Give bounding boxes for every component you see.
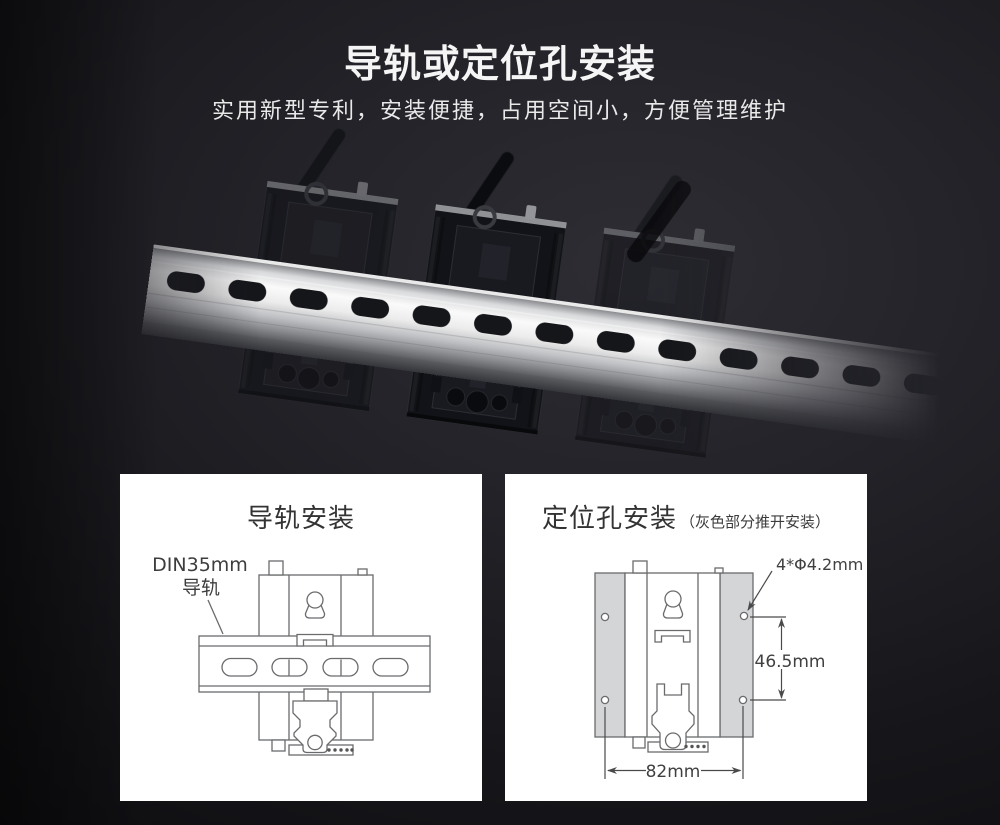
hole-leader-arrow [747,570,773,611]
antenna-blade-large [627,180,691,263]
latch [651,683,695,751]
dim-horizontal-label: 82mm [646,762,701,782]
top-nub [357,568,368,576]
page-subtitle: 实用新型专利，安装便捷，占用空间小，方便管理维护 [211,99,788,124]
rail-slots [167,271,942,396]
device-rear-outline [594,560,754,753]
mounting-holes [600,611,749,705]
terminal-pins [684,744,706,749]
label-leader-line [207,599,224,635]
foot [632,736,646,749]
top-nub [714,567,724,574]
rail-clip [296,633,334,647]
rail-outline [198,633,431,693]
latch [292,688,338,754]
rail-install-panel: 导轨安装 [120,474,482,801]
rail-install-title: 导轨安装 [246,504,355,534]
dimension-annotations: 4*Φ4.2mm 46.5mm 82mm [604,555,863,782]
dim-hole-label: 4*Φ4.2mm [776,555,863,574]
clip-bracket [654,629,691,643]
foot [271,739,286,752]
rail-install-diagram: DIN35mm 导轨 [152,554,431,756]
hole-install-title-note: （灰色部分推开安装） [680,513,831,531]
terminal-pins [327,748,354,752]
top-tab [632,560,648,574]
dim-vertical-label: 46.5mm [755,652,826,672]
top-tab [268,560,284,576]
device-right [572,162,746,460]
din-rail-label-line2: 导轨 [182,577,220,599]
hole-install-title: 定位孔安装 （灰色部分推开安装） [505,498,867,535]
page-title: 导轨或定位孔安装 [343,42,656,86]
din-rail-label: DIN35mm 导轨 [152,554,248,635]
keyhole [662,590,684,619]
din-rail-label-line1: DIN35mm [152,554,248,576]
din-rail [141,244,947,445]
keyhole [304,591,326,619]
hole-install-diagram: 4*Φ4.2mm 46.5mm 82mm [594,555,863,782]
hole-install-title-text: 定位孔安装 [541,504,677,534]
din-rail-product-photo [141,115,947,460]
gray-flange-right [719,572,754,738]
gray-flange-left [594,572,626,738]
hole-install-panel: 定位孔安装 （灰色部分推开安装） [505,474,867,801]
